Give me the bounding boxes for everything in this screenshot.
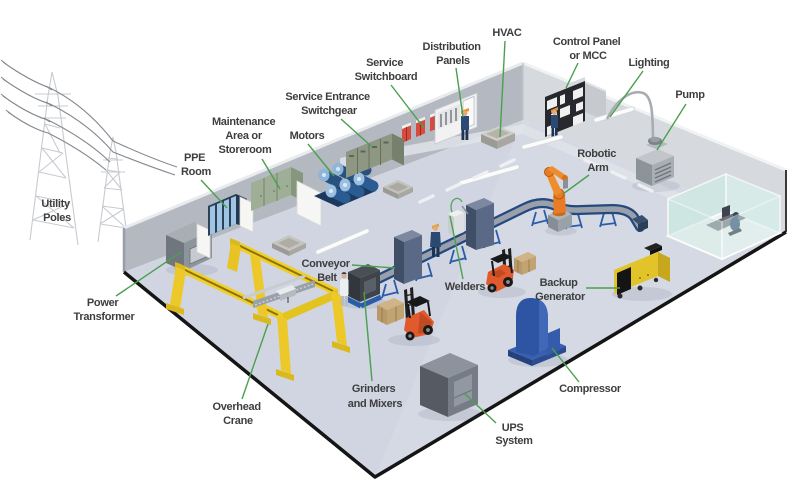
leader-service-switchboard [390,84,425,129]
label-pump: Pump [675,89,705,101]
callout-backup-generator: Backup Generator [535,277,620,303]
label-ups-system: UPS System [495,422,533,447]
glass-office [665,172,783,261]
backup-generator-graphic [612,243,672,301]
label-service-entrance-switchgear: Service Entrance Switchgear [285,91,372,117]
callout-hvac: HVAC [492,27,522,138]
callout-utility-poles: Utility Poles [41,198,72,224]
callout-conveyor-belt: Conveyor Belt [301,258,396,284]
partition-wall [196,223,211,259]
leader-maintenance-storeroom [261,158,281,190]
conveyor-belt-graphic [357,198,648,299]
callout-service-entrance-switchgear: Service Entrance Switchgear [285,91,372,147]
compressor-graphic [508,297,568,367]
conduit-pipe [605,90,655,147]
label-hvac: HVAC [492,27,522,39]
welders-graphic [394,197,494,284]
label-overhead-crane: Overhead Crane [212,401,263,427]
callout-lighting: Lighting [609,57,670,118]
partition-wall [239,196,254,233]
leader-ups-system [463,392,497,424]
worker-at-welders [430,223,441,257]
leader-welders [449,215,464,280]
utility-poles-graphic [0,59,178,246]
callout-ppe-room: PPE Room [181,152,228,209]
label-service-switchboard: Service Switchboard [355,57,418,83]
storeroom-graphic [251,167,322,227]
leader-distribution-panels [455,67,464,118]
label-power-transformer: Power Transformer [74,297,136,323]
leader-conveyor-belt [351,264,396,269]
label-grinders-mixers: Grinders and Mixers [348,383,403,410]
leader-robotic-arm [562,174,590,195]
label-motors: Motors [290,130,325,142]
callout-overhead-crane: Overhead Crane [212,323,269,427]
label-ppe-room: PPE Room [181,152,211,178]
leader-pump [656,103,687,151]
callout-motors: Motors [290,130,335,177]
partition-wall [296,180,322,227]
control-panel-mcc-graphic [545,77,607,137]
light-bars [315,134,564,255]
label-maintenance-storeroom: Maintenance Area or Storeroom [212,116,278,156]
leader-compressor [551,347,580,383]
aisle-markings [418,158,654,204]
label-conveyor-belt: Conveyor Belt [301,258,352,284]
forklift [478,248,536,298]
callout-grinders-mixers: Grinders and Mixers [348,291,403,410]
leader-ppe-room [200,179,228,209]
callout-robotic-arm: Robotic Arm [562,148,619,195]
callout-ups-system: UPS System [463,392,533,447]
label-utility-poles: Utility Poles [41,198,72,224]
grinders-mixers-graphic [340,264,388,309]
callout-distribution-panels: Distribution Panels [423,41,484,118]
label-robotic-arm: Robotic Arm [577,148,619,174]
leader-overhead-crane [241,323,269,400]
callout-power-transformer: Power Transformer [74,251,182,323]
label-compressor: Compressor [559,383,622,395]
leader-hvac [499,40,506,138]
callout-control-panel-mcc: Control Panel or MCC [553,36,623,89]
leader-grinders-mixers [363,291,373,382]
service-entrance-switchgear-graphic [346,133,404,178]
concrete-pad [383,180,413,199]
callout-pump: Pump [656,89,706,151]
lighting-fixture [593,106,635,123]
callout-maintenance-storeroom: Maintenance Area or Storeroom [212,116,281,190]
ups-system-graphic [418,353,482,421]
leader-lighting [609,70,644,118]
robotic-arm-graphic [544,166,577,236]
overhead-crane-graphic [166,238,350,381]
callout-compressor: Compressor [551,347,622,395]
leader-service-entrance-switchgear [340,118,372,147]
worker-at-grinders [340,272,349,306]
label-welders: Welders [445,281,486,293]
hvac-graphic [481,126,515,149]
label-control-panel-mcc: Control Panel or MCC [553,36,623,62]
forklift [377,287,440,346]
label-lighting: Lighting [629,57,670,69]
callout-service-switchboard: Service Switchboard [355,57,425,129]
leader-control-panel-mcc [565,62,579,89]
callout-welders: Welders [445,215,486,293]
callouts-layer: Utility Poles Power Transformer PPE Room… [41,27,705,447]
label-backup-generator: Backup Generator [535,277,586,303]
leader-power-transformer [115,251,182,297]
worker-at-mcc [551,107,558,137]
leader-motors [307,143,335,177]
label-distribution-panels: Distribution Panels [423,41,484,67]
concrete-pad [272,235,306,256]
